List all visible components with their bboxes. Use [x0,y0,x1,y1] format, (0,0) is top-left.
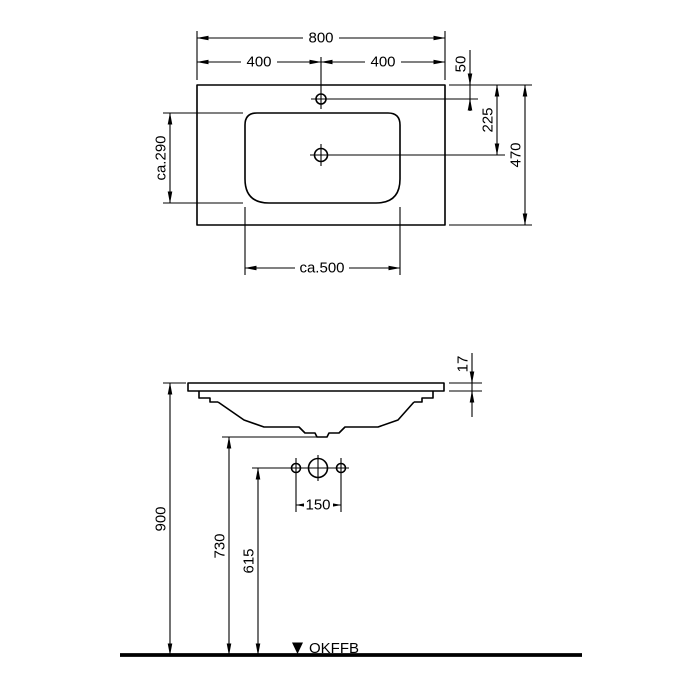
washbasin-top-outline [196,84,446,226]
dim-ca500-label-bg [295,261,349,275]
okffb-floor-marker-icon [292,642,303,654]
front-view: 17 150 900 730 615 OKFFB [120,353,582,657]
washbasin-rim-profile [187,382,445,392]
dim-225-label: 225 [480,107,497,132]
dim-400-right-label-bg [365,55,401,69]
dim-800-label-bg [303,31,339,45]
dim-150-label-bg [304,498,333,512]
dim-ca290-label: ca.290 [153,135,170,180]
top-view-dimension-lines [163,31,532,275]
dim-400-left-label-bg [241,55,277,69]
okffb-label: OKFFB [309,640,359,657]
dim-900-label: 900 [153,506,170,531]
dim-470-label: 470 [508,142,525,167]
front-view-dimension-lines [163,353,482,656]
dim-615-label: 615 [241,548,258,573]
basin-bowl-outline [244,112,401,204]
right-tap-hole-symbol [335,462,347,474]
right-mounting-clip [414,391,434,403]
top-view: 800 400 400 50 225 470 ca.290 ca.500 [153,30,532,277]
basin-underside-profile [217,401,415,438]
tap-hole-symbol [315,93,327,105]
dim-800-label: 800 [308,30,333,47]
drain-symbol [313,147,329,163]
dim-150-label: 150 [305,497,330,514]
left-tap-hole-symbol [290,462,302,474]
left-mounting-clip [198,391,218,403]
dim-17-label: 17 [455,356,472,373]
dim-400-right-label: 400 [370,54,395,71]
dim-400-left-label: 400 [246,54,271,71]
dim-730-label: 730 [212,533,229,558]
center-tap-hole-symbol [307,457,329,479]
dim-50-label: 50 [453,56,470,73]
dim-ca500-label: ca.500 [299,260,344,277]
